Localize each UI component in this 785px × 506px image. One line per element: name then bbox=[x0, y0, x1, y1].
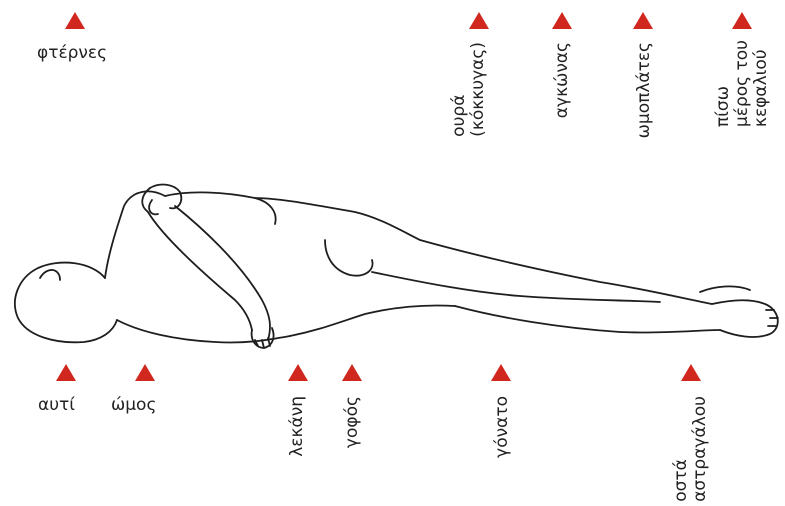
shoulder-marker-icon bbox=[135, 364, 155, 381]
hip-marker-icon bbox=[342, 364, 362, 381]
label-ear: αυτί bbox=[38, 396, 75, 415]
label-heels: φτέρνες bbox=[37, 44, 107, 63]
label-elbow: αγκώνας bbox=[553, 42, 572, 118]
elbow-marker-icon bbox=[552, 12, 572, 29]
ear-marker-icon bbox=[56, 364, 76, 381]
label-shoulder-blades: ωμοπλάτες bbox=[635, 42, 654, 138]
label-hip: γοφός bbox=[343, 396, 362, 448]
knee-marker-icon bbox=[491, 364, 511, 381]
label-pelvis: λεκάνη bbox=[288, 396, 307, 457]
heels-marker-icon bbox=[65, 12, 85, 29]
back-of-head-marker-icon bbox=[732, 12, 752, 29]
label-ankle-bones: οστά αστραγάλου bbox=[672, 396, 710, 502]
pelvis-marker-icon bbox=[288, 364, 308, 381]
label-tailbone: ουρά (κόκκυγας) bbox=[450, 42, 488, 137]
tailbone-marker-icon bbox=[469, 12, 489, 29]
ankle-bones-marker-icon bbox=[681, 364, 701, 381]
label-back-of-head: πίσω μέρος του κεφαλιού bbox=[714, 40, 771, 127]
shoulder-blades-marker-icon bbox=[633, 12, 653, 29]
label-knee: γόνατο bbox=[493, 396, 512, 458]
label-shoulder: ώμος bbox=[111, 396, 156, 415]
